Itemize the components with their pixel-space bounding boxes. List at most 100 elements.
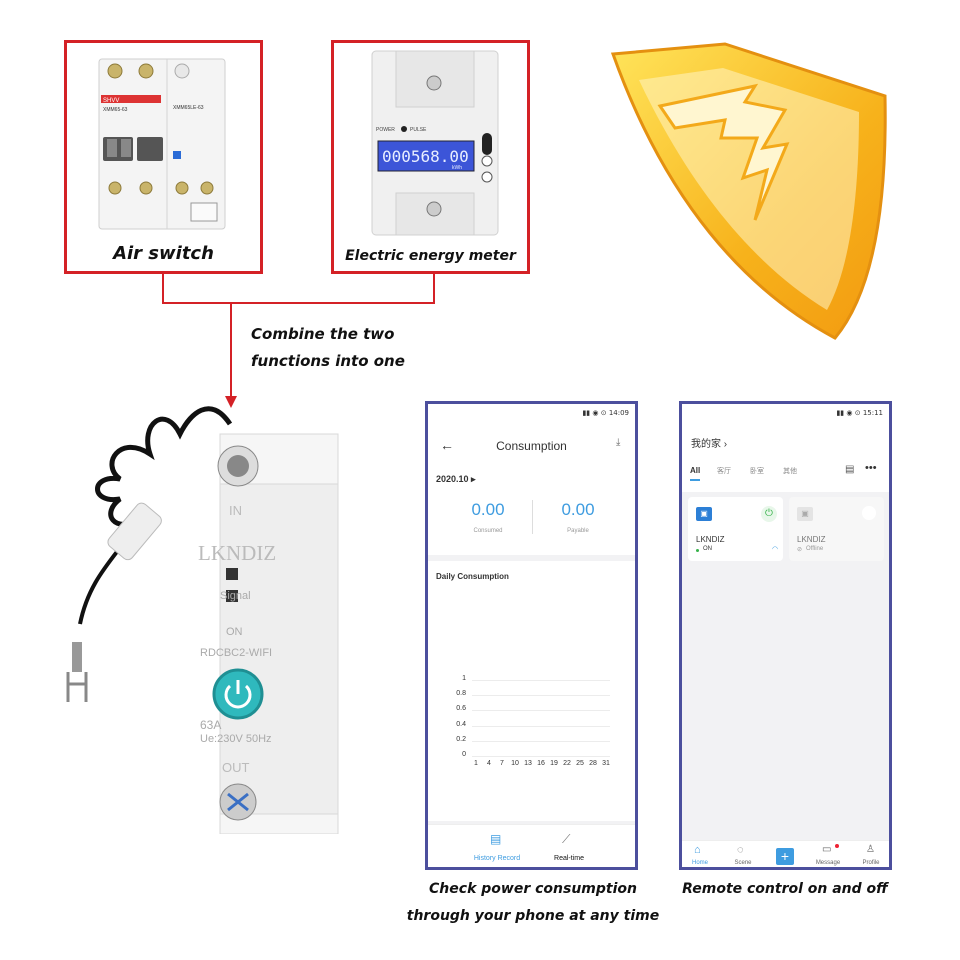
lkndiz-device-image (66, 406, 339, 834)
device1-status: ON (703, 546, 712, 552)
chart-x-tick-label: 16 (537, 760, 545, 767)
chart-x-tick-label: 28 (589, 760, 597, 767)
tab-living-room[interactable]: 客厅 (717, 468, 731, 475)
chart-x-tick-label: 1 (474, 760, 478, 767)
chart-y-tick-label: 0.4 (456, 720, 466, 728)
tab-history-record[interactable]: History Record (473, 855, 521, 862)
tab-bedroom[interactable]: 卧室 (750, 468, 764, 475)
device-in-label: IN (229, 503, 242, 518)
air-switch-caption: Air switch (113, 243, 214, 264)
device2-status: Offline (806, 546, 824, 552)
device2-name: LKNDIZ (797, 535, 826, 544)
energy-meter-image: POWER PULSE 000568.00 kWh (371, 50, 499, 236)
home-title[interactable]: 我的家 › (691, 439, 728, 450)
phone1-status-bar: ▮▮ ◉ ⊙ 14:09 (428, 404, 635, 422)
chart-x-tick-label: 22 (563, 760, 571, 767)
chart-x-tick-label: 4 (487, 760, 491, 767)
chart-gridline (472, 756, 610, 757)
device1-name: LKNDIZ (696, 535, 725, 544)
device-socket-icon: ▣ (696, 507, 712, 521)
meter-display: 000568.00 (382, 147, 469, 166)
chart-y-tick-label: 0.8 (456, 690, 466, 698)
history-record-icon[interactable]: ▤ (490, 832, 502, 846)
chart-y-tick-label: 0 (462, 751, 466, 758)
list-view-icon[interactable]: ▤ (845, 464, 855, 475)
air-switch-image: SHVV XMM65-63 XMM65LE-63 (98, 58, 226, 230)
chart-y-tick-label: 0.2 (456, 735, 466, 743)
device-voltage: Ue:230V 50Hz (200, 733, 272, 745)
offline-icon: ⊘ (797, 547, 803, 553)
download-icon[interactable]: ⤓ (616, 437, 621, 448)
check-caption-line2: through your phone at any time (406, 908, 660, 924)
phone2-status-icons: ▮▮ ◉ ⊙ (836, 409, 863, 417)
chart-y-tick-label: 1 (462, 675, 466, 682)
bottom-nav: ⌂ Home ◌ Scene + ▭ Message ♙ Profile (682, 840, 889, 867)
energy-meter-caption: Electric energy meter (345, 248, 516, 264)
device-card-online[interactable]: ▣ ⏻ LKNDIZ ON ◠ (688, 497, 783, 561)
air-switch-model: XMM65-63 (103, 107, 128, 113)
scene-icon[interactable]: ◌ (737, 844, 744, 856)
energy-meter-frame: POWER PULSE 000568.00 kWh Electric energ… (331, 40, 530, 274)
chart-y-tick-label: 0.6 (456, 705, 466, 713)
nav-scene[interactable]: Scene (734, 860, 752, 866)
device-brand: LKNDIZ (198, 541, 277, 565)
power-toggle-icon-offline (862, 506, 876, 520)
chart-x-tick-label: 7 (500, 760, 504, 767)
phone1-title: Consumption (496, 439, 567, 453)
device-on-label: ON (226, 626, 243, 638)
wifi-icon: ◠ (772, 546, 779, 553)
air-switch-model-2: XMM65LE-63 (173, 105, 204, 111)
combine-caption-line2: functions into one (251, 352, 405, 370)
back-arrow-icon[interactable]: ← (440, 437, 454, 453)
chart-gridline (472, 680, 610, 681)
phone1-time: 14:09 (608, 409, 629, 417)
phone1-status-icons: ▮▮ ◉ ⊙ (582, 409, 609, 417)
combine-caption-line1: Combine the two (251, 325, 395, 343)
phone2-time: 15:11 (862, 409, 883, 417)
check-caption-line1: Check power consumption (429, 881, 637, 897)
phone2-status-bar: ▮▮ ◉ ⊙ 15:11 (682, 404, 889, 422)
nav-message[interactable]: Message (815, 860, 841, 866)
online-dot-icon (696, 549, 699, 552)
message-badge (835, 844, 839, 848)
month-selector[interactable]: 2020.10 ▸ (436, 474, 476, 484)
tab-real-time[interactable]: Real-time (554, 855, 584, 862)
chart-gridline (472, 725, 610, 727)
message-icon[interactable]: ▭ (822, 844, 832, 855)
add-device-button[interactable]: + (776, 848, 794, 865)
payable-value: 0.00 (561, 500, 595, 519)
phone-home-screen: ▮▮ ◉ ⊙ 15:11 我的家 › All 客厅 卧室 其他 ▤ ••• ▣ … (679, 401, 892, 870)
daily-consumption-title: Daily Consumption (436, 572, 509, 581)
home-icon[interactable]: ⌂ (694, 844, 701, 856)
power-toggle-icon[interactable]: ⏻ (761, 506, 777, 522)
chart-x-tick-label: 19 (550, 760, 558, 767)
device-model: RDCBC2-WIFI (200, 647, 273, 659)
tab-all[interactable]: All (690, 466, 701, 475)
nav-profile[interactable]: Profile (862, 860, 880, 866)
consumed-label: Consumed (473, 528, 503, 534)
stat-divider (532, 500, 533, 534)
connector-lines (162, 274, 435, 408)
chart-gridline (472, 695, 610, 697)
nav-home[interactable]: Home (691, 860, 708, 866)
consumed-value: 0.00 (471, 500, 505, 519)
air-switch-brand: SHVV (103, 98, 119, 104)
profile-icon[interactable]: ♙ (866, 844, 875, 855)
tab-other[interactable]: 其他 (783, 468, 797, 475)
lightning-shield-logo (610, 42, 887, 340)
svg-text:POWER: POWER (376, 127, 395, 133)
device-socket-icon-offline: ▣ (797, 507, 813, 521)
realtime-chart-icon[interactable]: ⟋ (562, 832, 571, 846)
air-switch-frame: SHVV XMM65-63 XMM65LE-63 Air switch (64, 40, 263, 274)
device-card-offline[interactable]: ▣ LKNDIZ ⊘ Offline (789, 497, 884, 561)
tab-all-underline (690, 479, 700, 481)
phone-consumption-screen: ▮▮ ◉ ⊙ 14:09 ← Consumption ⤓ 2020.10 ▸ 0… (425, 401, 638, 870)
more-options-icon[interactable]: ••• (865, 462, 877, 474)
svg-text:kWh: kWh (452, 165, 462, 171)
svg-text:PULSE: PULSE (410, 127, 427, 133)
chart-x-tick-label: 10 (511, 760, 519, 767)
chart-x-tick-label: 13 (524, 760, 532, 767)
remote-caption: Remote control on and off (682, 881, 888, 897)
device-rating: 63A (200, 718, 222, 732)
